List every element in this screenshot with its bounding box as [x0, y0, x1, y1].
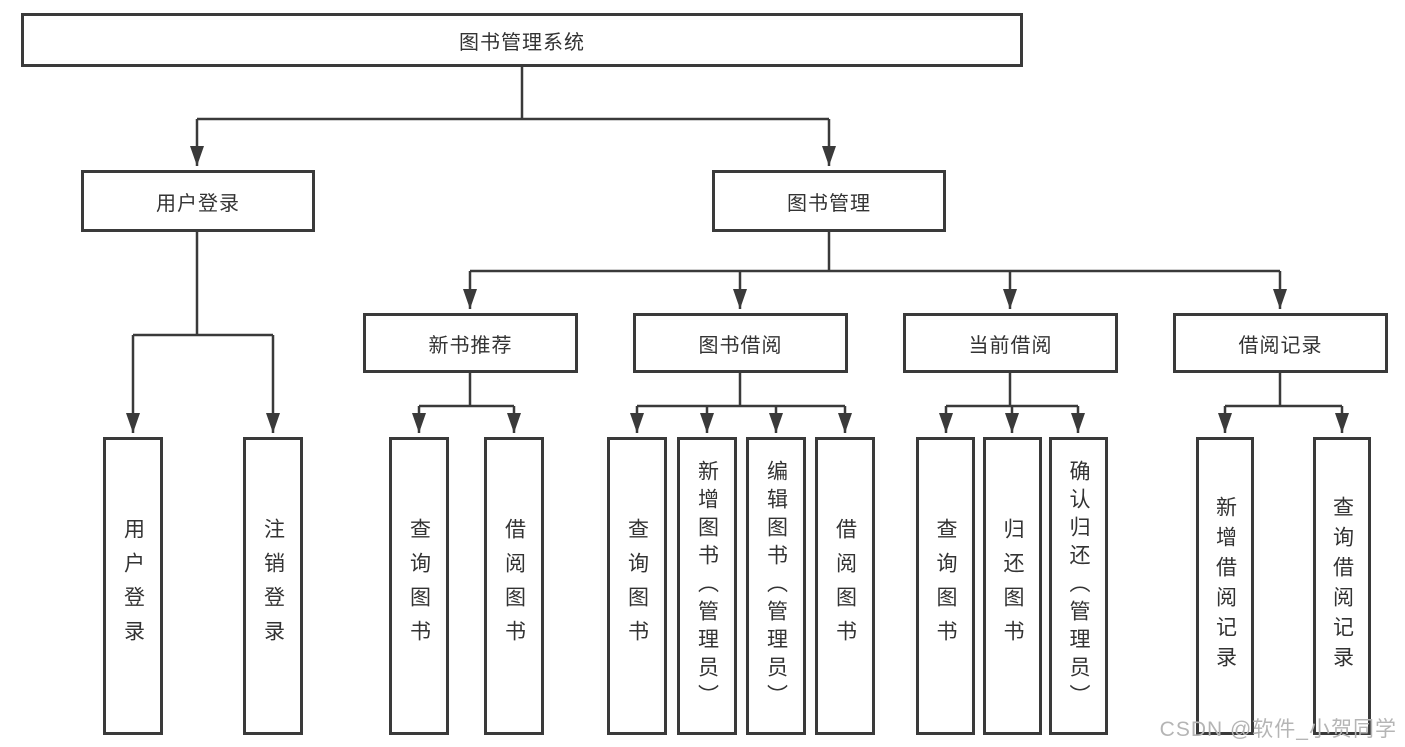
node-user-login-group-label: 用户登录 — [156, 192, 240, 215]
leaf-cb-query-books: 查询图书 — [916, 437, 975, 735]
node-borrowing-records-label: 借阅记录 — [1238, 334, 1323, 357]
leaf-cb-confirm-return-admin-label: 确认归还（管理员） — [1067, 460, 1090, 712]
leaf-cb-confirm-return-admin: 确认归还（管理员） — [1049, 437, 1108, 735]
leaf-logout: 注销登录 — [243, 437, 303, 735]
connector-new-book-rec-to-leaves — [412, 373, 521, 433]
node-current-borrowing-label: 当前借阅 — [968, 334, 1053, 357]
leaf-br-query-record-label: 查询借阅记录 — [1330, 496, 1354, 676]
leaf-bb-edit-books-admin-label: 编辑图书（管理员） — [764, 460, 788, 712]
node-book-management: 图书管理 — [712, 170, 946, 232]
leaf-bb-borrow-books-label: 借阅图书 — [833, 518, 857, 654]
connector-book-mgmt-to-level3 — [463, 232, 1287, 309]
leaf-bb-add-books-admin-label: 新增图书（管理员） — [695, 460, 719, 712]
leaf-cb-return-books: 归还图书 — [983, 437, 1042, 735]
leaf-br-query-record: 查询借阅记录 — [1313, 437, 1371, 735]
connector-book-borrow-to-leaves — [630, 373, 852, 433]
node-new-book-recommend-label: 新书推荐 — [428, 334, 513, 357]
node-book-management-label: 图书管理 — [787, 192, 871, 215]
node-root-label: 图书管理系统 — [459, 31, 585, 54]
leaf-user-login: 用户登录 — [103, 437, 163, 735]
node-current-borrowing: 当前借阅 — [903, 313, 1118, 373]
leaf-nbr-query-books-label: 查询图书 — [407, 518, 431, 654]
node-book-borrowing-label: 图书借阅 — [698, 334, 783, 357]
leaf-br-add-record: 新增借阅记录 — [1196, 437, 1254, 735]
node-root: 图书管理系统 — [21, 13, 1023, 67]
leaf-bb-borrow-books: 借阅图书 — [815, 437, 875, 735]
connector-current-borrow-to-leaves — [939, 373, 1085, 433]
connector-user-login-to-leaves — [126, 232, 280, 433]
leaf-cb-return-books-label: 归还图书 — [1001, 518, 1024, 654]
leaf-bb-query-books: 查询图书 — [607, 437, 667, 735]
leaf-bb-query-books-label: 查询图书 — [625, 518, 649, 654]
node-user-login-group: 用户登录 — [81, 170, 315, 232]
watermark: CSDN @软件_小贺同学 — [1159, 718, 1397, 741]
leaf-br-add-record-label: 新增借阅记录 — [1213, 496, 1237, 676]
connector-root-to-level2 — [190, 67, 836, 166]
node-book-borrowing: 图书借阅 — [633, 313, 848, 373]
leaf-logout-label: 注销登录 — [261, 518, 285, 654]
connector-borrow-records-to-leaves — [1218, 373, 1349, 433]
leaf-nbr-borrow-books-label: 借阅图书 — [502, 518, 526, 654]
leaf-bb-edit-books-admin: 编辑图书（管理员） — [746, 437, 806, 735]
node-new-book-recommend: 新书推荐 — [363, 313, 578, 373]
leaf-user-login-label: 用户登录 — [121, 518, 145, 654]
leaf-cb-query-books-label: 查询图书 — [934, 518, 957, 654]
node-borrowing-records: 借阅记录 — [1173, 313, 1388, 373]
leaf-nbr-borrow-books: 借阅图书 — [484, 437, 544, 735]
leaf-bb-add-books-admin: 新增图书（管理员） — [677, 437, 737, 735]
leaf-nbr-query-books: 查询图书 — [389, 437, 449, 735]
